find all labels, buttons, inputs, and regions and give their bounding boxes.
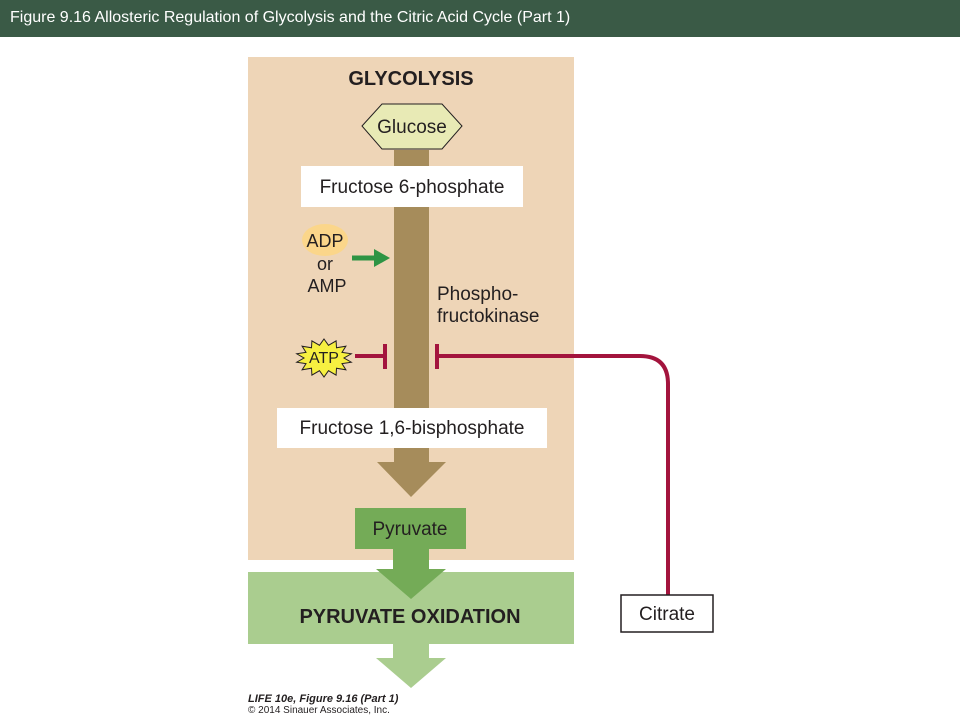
pyruvate-box: [355, 508, 466, 549]
oxidation-arrowhead: [376, 658, 446, 688]
fructose-1-6-bisphosphate-label: Fructose 1,6-bisphosphate: [300, 418, 525, 439]
amp-label: AMP: [307, 276, 346, 296]
enzyme-label-line1: Phospho-: [437, 284, 518, 305]
citrate-inhibition-line: [438, 354, 670, 596]
adp-label: ADP: [306, 231, 343, 251]
citrate-label: Citrate: [639, 604, 695, 625]
pyruvate-arrowhead: [376, 569, 446, 599]
activation-arrowhead: [374, 249, 390, 267]
pyruvate-oxidation-label: PYRUVATE OXIDATION: [299, 606, 520, 628]
figure-title: Figure 9.16 Allosteric Regulation of Gly…: [10, 9, 571, 26]
figure-credit: LIFE 10e, Figure 9.16 (Part 1) © 2014 Si…: [248, 693, 398, 717]
or-label: or: [317, 254, 333, 274]
fructose-6-phosphate-label: Fructose 6-phosphate: [320, 177, 505, 198]
credit-figure-ref: LIFE 10e, Figure 9.16 (Part 1): [248, 693, 399, 705]
atp-label: ATP: [309, 350, 339, 367]
fructose-1-6-bisphosphate-box: [277, 408, 547, 448]
figure-header: Figure 9.16 Allosteric Regulation of Gly…: [0, 0, 960, 37]
pyruvate-label: Pyruvate: [373, 519, 448, 540]
glucose-hexagon: [361, 103, 463, 150]
glycolysis-title: GLYCOLYSIS: [348, 68, 473, 90]
pathway-arrowhead: [377, 462, 446, 497]
adp-oval: [302, 224, 348, 256]
fructose-6-phosphate-box: [301, 166, 523, 207]
enzyme-label-line2: fructokinase: [437, 306, 539, 327]
citrate-box: [620, 594, 714, 633]
glucose-label: Glucose: [377, 117, 447, 138]
credit-copyright: © 2014 Sinauer Associates, Inc.: [248, 705, 390, 716]
pyruvate-arrow-shaft: [393, 549, 429, 569]
oxidation-arrow-shaft: [393, 644, 429, 658]
atp-star: [295, 338, 353, 378]
